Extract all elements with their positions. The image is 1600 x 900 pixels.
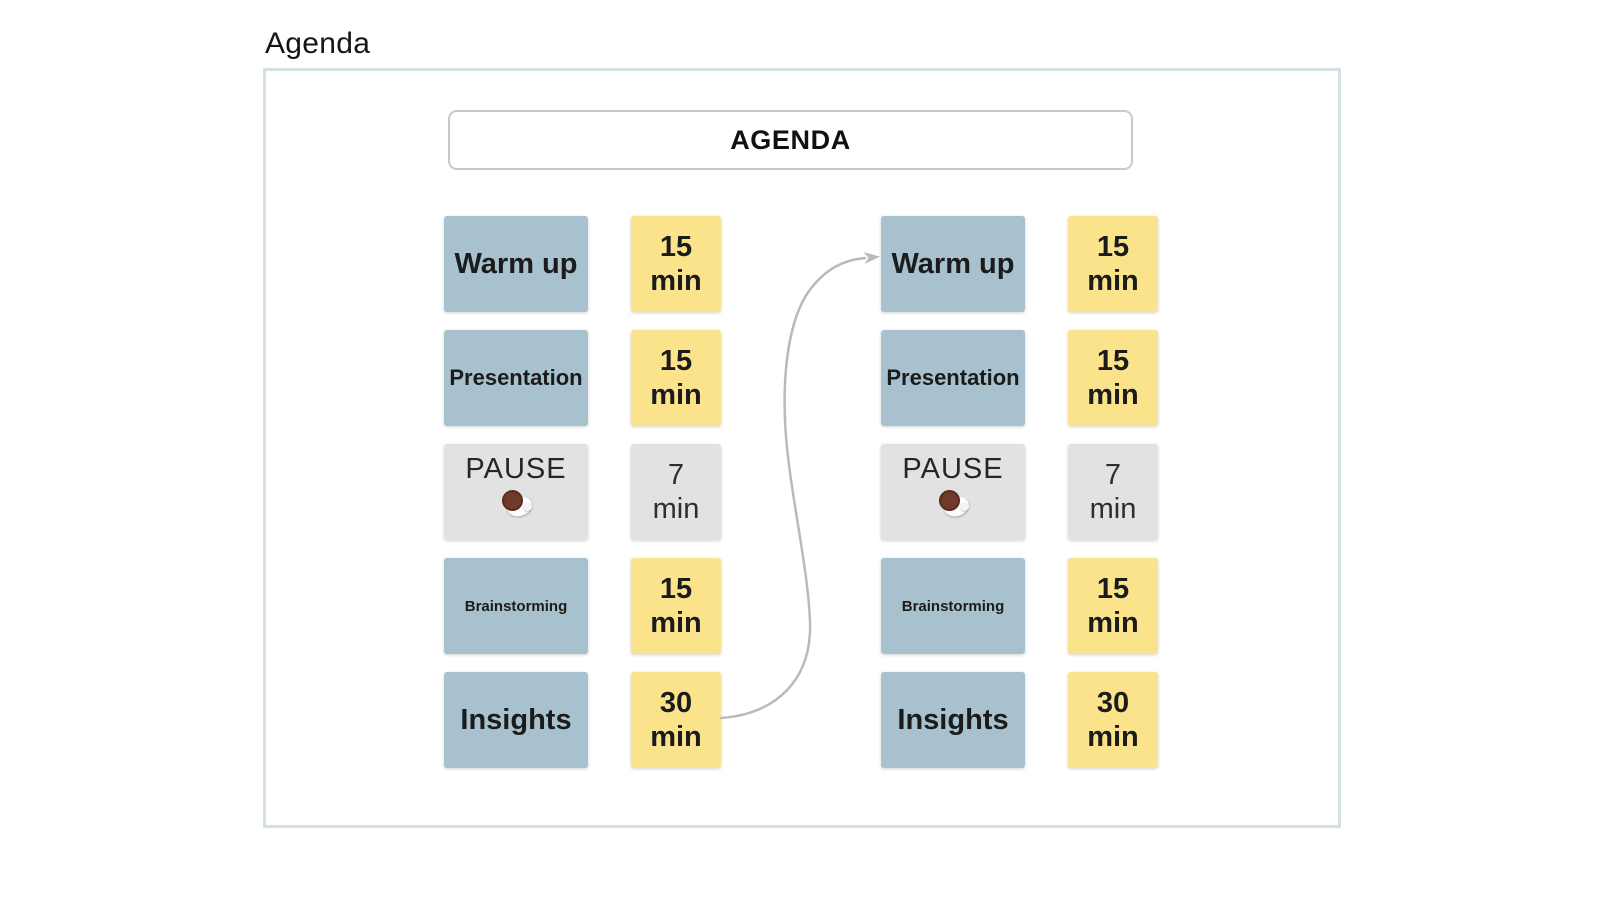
agenda-header-box[interactable]: AGENDA bbox=[448, 110, 1133, 170]
agenda-row: Presentation 15 min bbox=[444, 330, 721, 426]
duration-value: 30 bbox=[659, 687, 693, 719]
duration-unit: min bbox=[650, 379, 702, 411]
duration-box[interactable]: 15 min bbox=[1068, 558, 1158, 654]
duration-box[interactable]: 15 min bbox=[1068, 216, 1158, 312]
duration-box[interactable]: 7 min bbox=[631, 444, 721, 540]
agenda-row: Brainstorming 15 min bbox=[881, 558, 1158, 654]
duration-box[interactable]: 7 min bbox=[1068, 444, 1158, 540]
duration-value: 7 bbox=[1104, 459, 1122, 491]
agenda-row: PAUSE 7 min bbox=[881, 444, 1158, 540]
duration-box[interactable]: 15 min bbox=[631, 558, 721, 654]
agenda-row: Presentation 15 min bbox=[881, 330, 1158, 426]
session-box-brainstorming[interactable]: Brainstorming bbox=[444, 558, 588, 654]
duration-value: 15 bbox=[659, 573, 693, 605]
duration-unit: min bbox=[1089, 493, 1137, 525]
pause-label: PAUSE bbox=[902, 453, 1004, 485]
session-box-warm-up[interactable]: Warm up bbox=[881, 216, 1025, 312]
duration-unit: min bbox=[1087, 607, 1139, 639]
agenda-row: Warm up 15 min bbox=[444, 216, 721, 312]
duration-value: 15 bbox=[1096, 573, 1130, 605]
session-label: Brainstorming bbox=[464, 597, 568, 615]
session-box-brainstorming[interactable]: Brainstorming bbox=[881, 558, 1025, 654]
pause-box[interactable]: PAUSE bbox=[444, 444, 588, 540]
duration-unit: min bbox=[1087, 265, 1139, 297]
session-box-insights[interactable]: Insights bbox=[881, 672, 1025, 768]
agenda-row: PAUSE 7 min bbox=[444, 444, 721, 540]
duration-value: 30 bbox=[1096, 687, 1130, 719]
agenda-group-left: Warm up 15 min Presentation 15 min PAUSE bbox=[444, 216, 721, 768]
pause-label: PAUSE bbox=[465, 453, 567, 485]
duration-unit: min bbox=[650, 721, 702, 753]
agenda-group-right: Warm up 15 min Presentation 15 min PAUSE bbox=[881, 216, 1158, 768]
agenda-row: Warm up 15 min bbox=[881, 216, 1158, 312]
session-label: Warm up bbox=[891, 247, 1015, 280]
pause-box[interactable]: PAUSE bbox=[881, 444, 1025, 540]
duration-value: 15 bbox=[659, 345, 693, 377]
connector-arrow[interactable] bbox=[266, 71, 1338, 825]
session-label: Insights bbox=[897, 703, 1009, 736]
duration-box[interactable]: 30 min bbox=[1068, 672, 1158, 768]
duration-unit: min bbox=[650, 607, 702, 639]
duration-unit: min bbox=[650, 265, 702, 297]
agenda-row: Insights 30 min bbox=[881, 672, 1158, 768]
session-box-insights[interactable]: Insights bbox=[444, 672, 588, 768]
agenda-row: Insights 30 min bbox=[444, 672, 721, 768]
duration-box[interactable]: 15 min bbox=[631, 216, 721, 312]
agenda-header-label: AGENDA bbox=[730, 124, 851, 155]
duration-value: 15 bbox=[659, 231, 693, 263]
session-label: Brainstorming bbox=[901, 597, 1005, 615]
duration-value: 7 bbox=[667, 459, 685, 491]
session-label: Insights bbox=[460, 703, 572, 736]
duration-unit: min bbox=[652, 493, 700, 525]
duration-box[interactable]: 30 min bbox=[631, 672, 721, 768]
agenda-row: Brainstorming 15 min bbox=[444, 558, 721, 654]
page-title: Agenda bbox=[265, 27, 371, 60]
session-box-warm-up[interactable]: Warm up bbox=[444, 216, 588, 312]
coffee-cup-icon bbox=[499, 489, 535, 520]
session-box-presentation[interactable]: Presentation bbox=[881, 330, 1025, 426]
duration-unit: min bbox=[1087, 721, 1139, 753]
duration-box[interactable]: 15 min bbox=[1068, 330, 1158, 426]
session-box-presentation[interactable]: Presentation bbox=[444, 330, 588, 426]
duration-value: 15 bbox=[1096, 231, 1130, 263]
duration-unit: min bbox=[1087, 379, 1139, 411]
coffee-cup-icon bbox=[936, 489, 972, 520]
duration-value: 15 bbox=[1096, 345, 1130, 377]
duration-box[interactable]: 15 min bbox=[631, 330, 721, 426]
session-label: Warm up bbox=[454, 247, 578, 280]
session-label: Presentation bbox=[449, 365, 583, 390]
session-label: Presentation bbox=[886, 365, 1020, 390]
slide-canvas: AGENDA Warm up 15 min Presentation 15 mi… bbox=[263, 68, 1341, 828]
